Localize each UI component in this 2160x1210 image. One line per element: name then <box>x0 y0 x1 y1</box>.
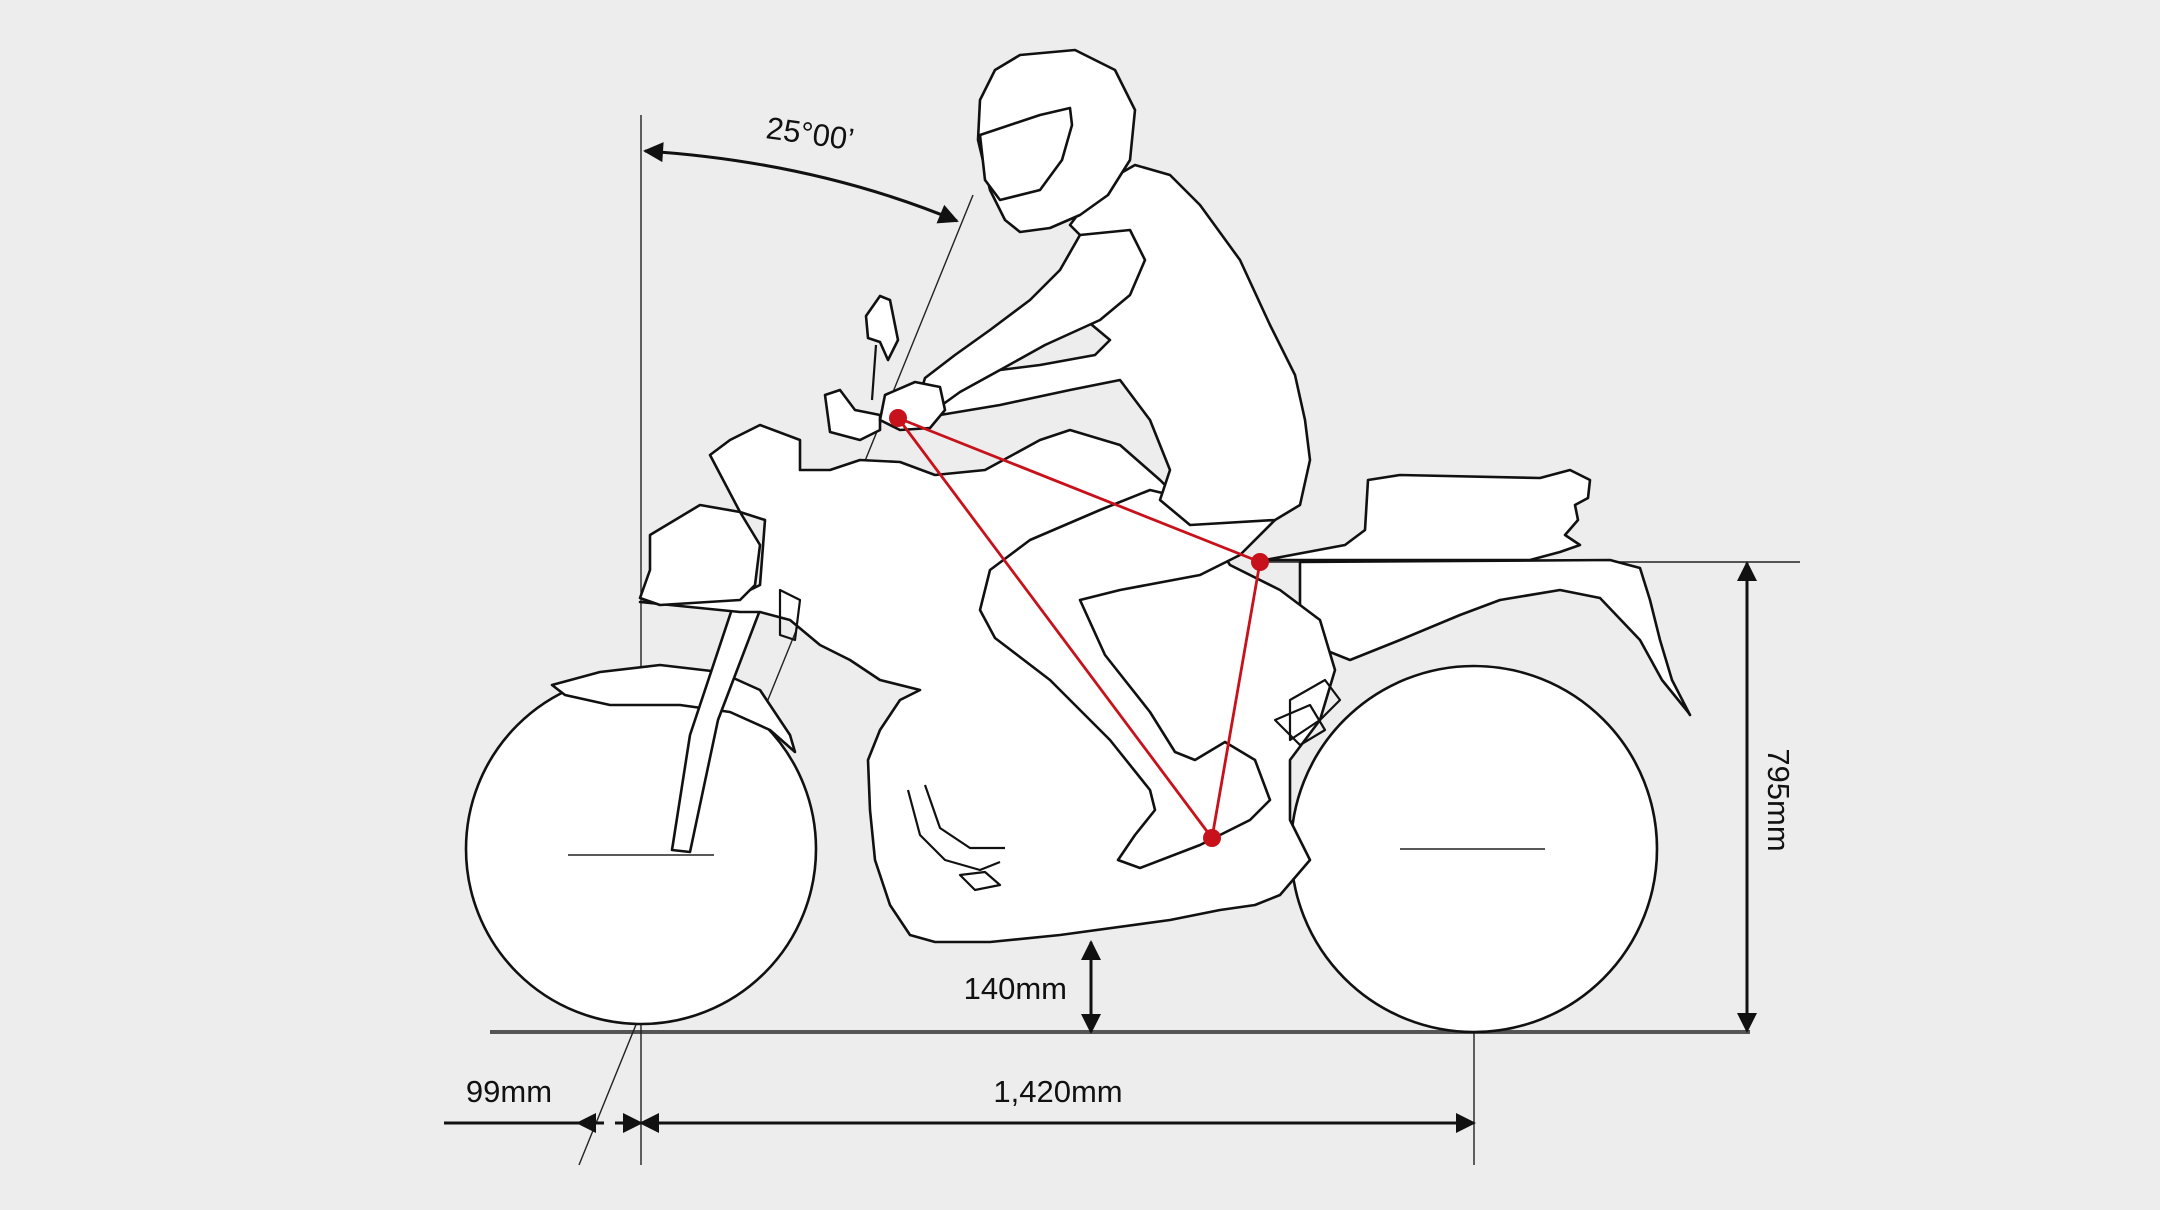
rider-torso <box>928 163 1312 527</box>
rake-angle-arc <box>643 142 959 224</box>
engine-fin-2 <box>923 784 1005 850</box>
rider-arm <box>918 228 1147 412</box>
engine-fin-1 <box>906 789 1001 872</box>
mirror <box>864 294 900 362</box>
seat-height-label: 795mm <box>1761 748 1796 851</box>
footpeg-point <box>1203 829 1221 847</box>
exhaust-tip <box>958 870 1002 892</box>
helmet-visor <box>978 106 1074 202</box>
wheelbase-dimension: 1,420mm <box>639 1074 1476 1133</box>
rider-leg <box>978 488 1277 870</box>
radiator-detail <box>778 588 802 642</box>
handlebar-grip-point <box>889 409 907 427</box>
seat-height-dimension: 795mm <box>1737 561 1796 1033</box>
handlebar-clamp <box>823 388 882 442</box>
rear-frame-detail <box>1273 703 1327 747</box>
ground-clearance-dimension: 140mm <box>964 940 1101 1034</box>
headlight <box>638 503 762 607</box>
rake-angle-label: 25°00’ <box>764 110 856 157</box>
wheelbase-label: 1,420mm <box>993 1074 1122 1109</box>
tail-cowl <box>1263 468 1592 562</box>
swingarm-detail <box>1288 678 1342 742</box>
ergonomic-triangle <box>889 409 1269 847</box>
triangle-lines <box>893 414 1262 842</box>
rear-fender <box>1298 558 1692 717</box>
trail-label: 99mm <box>466 1074 552 1109</box>
trail-dimension: 99mm <box>444 1074 643 1133</box>
mirror-stem <box>870 344 878 401</box>
rake-angle-dimension: 25°00’ <box>643 110 959 224</box>
rider <box>878 48 1312 870</box>
hip-point <box>1251 553 1269 571</box>
ground-clearance-label: 140mm <box>964 971 1067 1006</box>
front-fender <box>550 663 797 754</box>
